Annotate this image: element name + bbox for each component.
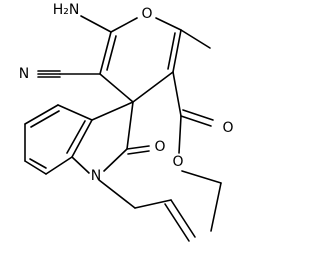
bond-arom-inner-1 (30, 110, 60, 128)
bond-o-ch2 (181, 170, 222, 184)
bond-ester-c-o-double-1 (180, 115, 212, 127)
bond-ch2-ch3 (210, 182, 222, 232)
bond-c5-c6 (99, 31, 112, 75)
bond-spiro-c2 (126, 101, 134, 150)
bond-c2-c3 (172, 29, 182, 73)
bond-n-c7a (71, 156, 90, 174)
bond-c4-c5-arom (24, 104, 59, 125)
bond-arom-inner-3 (66, 120, 86, 154)
bond-c7a-c3a (71, 119, 93, 158)
ring-oxygen-label: O (141, 6, 152, 22)
bond-n-allyl-ch2 (98, 179, 136, 209)
bond-ester-c-o-double-2 (182, 109, 214, 121)
bond-c6-amino (80, 15, 112, 33)
nitrile-nitrogen-label: N (19, 66, 29, 82)
bond-c4-c5 (99, 73, 134, 103)
bond-allyl-ch-ch2-double-2 (164, 203, 190, 242)
bond-c6-c7 (24, 160, 47, 175)
bond-c3-ester-c (172, 71, 182, 117)
bond-c6-o (110, 17, 138, 33)
bond-c3a-c4 (57, 104, 93, 121)
ester-oxygen-label: O (172, 154, 183, 170)
bond-c2-o-double-2 (127, 150, 150, 155)
bond-allyl-ch2-ch (134, 199, 172, 209)
bond-c2-c3-double (167, 32, 176, 70)
ester-carbonyl-oxygen-label: O (222, 120, 233, 136)
bond-c3-c4 (132, 71, 174, 103)
bond-c7-c7a (45, 156, 73, 175)
bond-arom-inner-2 (29, 158, 47, 169)
amino-label: H₂N (53, 2, 80, 18)
indole-nitrogen-label: N (91, 168, 101, 184)
lactam-carbonyl-oxygen-label: O (154, 139, 165, 155)
bond-o-c2 (155, 17, 182, 31)
chemical-structure: H₂N O N O O O N (19, 2, 234, 242)
bond-spiro-c3a (91, 101, 134, 121)
bond-c2-methyl (180, 29, 211, 49)
bond-ester-c-o (178, 115, 182, 154)
bonds (24, 15, 222, 242)
bond-c5-c6-double (106, 35, 117, 71)
bond-c2-n (103, 148, 128, 172)
bond-allyl-ch-ch2-double-1 (170, 199, 196, 238)
atom-labels: H₂N O N O O O N (19, 2, 234, 184)
bond-c2-o-double-1 (126, 145, 150, 150)
